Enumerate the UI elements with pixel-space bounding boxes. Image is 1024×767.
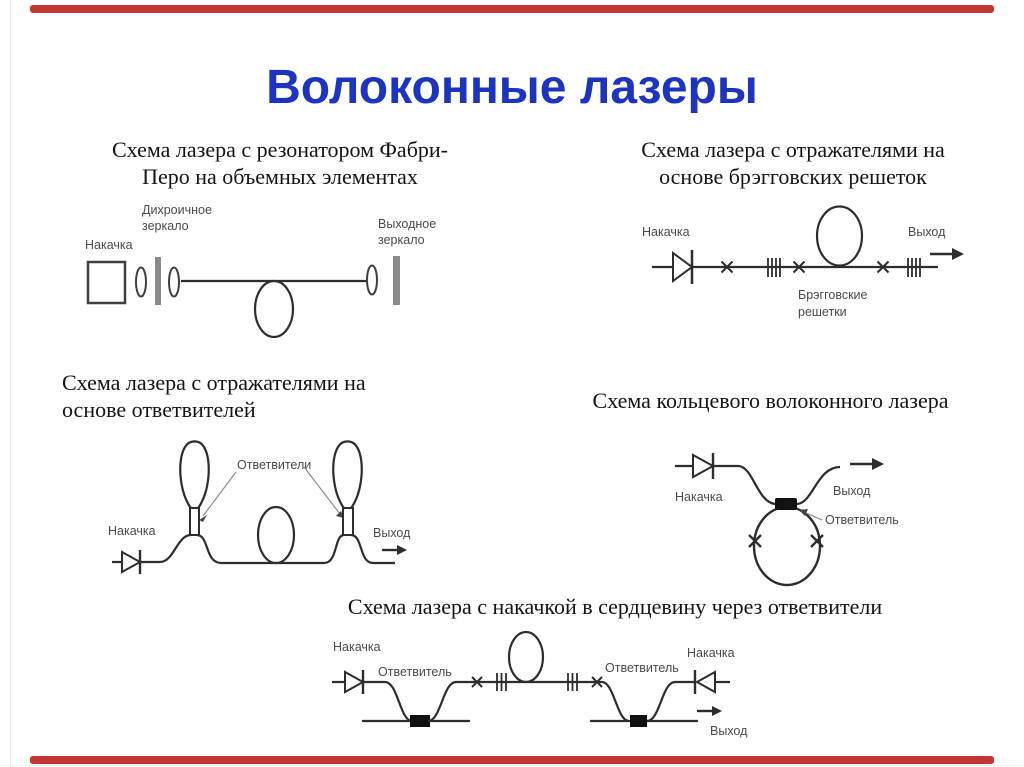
caption-fabry-line2: Перо на объемных элементах [142, 164, 418, 189]
output-mirror-label-line2: зеркало [378, 233, 425, 247]
output-label: Выход [908, 225, 946, 239]
page-title: Волоконные лазеры [266, 61, 758, 114]
splice-x-icon [748, 534, 762, 548]
fabry-perot-figure: Накачка Дихроичное зеркало Выходное зерк… [85, 203, 436, 339]
output-arrow-icon [850, 458, 884, 470]
ring-laser-figure: Накачка Выход Ответвитель [675, 453, 899, 587]
output-label: Выход [833, 484, 871, 498]
coupler-rect [775, 498, 797, 510]
pump-right-label: Накачка [687, 646, 735, 660]
splice-x-icon [720, 260, 734, 274]
label-pointer-icon [799, 509, 823, 521]
top-accent-bar [30, 5, 994, 13]
coupler-rect [410, 715, 430, 727]
label-pointer-icon [303, 466, 344, 518]
output-arrow-icon [930, 248, 964, 260]
fiber-line [601, 680, 630, 723]
output-mirror-label-line1: Выходное [378, 217, 436, 231]
bragg-grating-icon [567, 673, 578, 691]
splice-x-icon [471, 676, 483, 688]
caption-bragg: Схема лазера с отражателями на основе бр… [588, 136, 998, 190]
loop-mirror [179, 440, 210, 510]
caption-fabry-perot: Схема лазера с резонатором Фабри- Перо н… [60, 136, 500, 190]
pump-diode-icon [121, 550, 143, 574]
coupler-right-label: Ответвитель [605, 661, 679, 675]
caption-ring: Схема кольцевого волоконного лазера [592, 388, 949, 413]
coupler-rect [630, 715, 647, 727]
core-pump-figure: Накачка Ответвитель Ответвитель Накачка … [332, 630, 748, 738]
caption-couplers-line2: основе ответвителей [62, 397, 256, 422]
lens-icon [168, 266, 180, 298]
lens-icon [135, 266, 147, 298]
splice-x-icon [810, 534, 824, 548]
lens-icon [366, 264, 378, 296]
output-arrow-icon [697, 706, 722, 716]
bragg-grating-icon [767, 258, 781, 277]
left-edge-line [10, 0, 11, 767]
caption-fabry-line1: Схема лазера с резонатором Фабри- [112, 137, 448, 162]
couplers-label: Ответвители [237, 458, 311, 472]
ring-loop [752, 505, 822, 587]
caption-couplers: Схема лазера с отражателями на основе от… [62, 369, 452, 423]
pump-diode-icon [672, 250, 694, 284]
pump-label: Накачка [675, 490, 723, 504]
loop-mirror [332, 440, 363, 510]
fiber-coil [256, 505, 296, 565]
output-mirror-bar [393, 256, 400, 305]
caption-bragg-line2: основе брэгговских решеток [659, 164, 927, 189]
pump-diode-icon [693, 670, 716, 694]
bottom-accent-bar [30, 756, 994, 764]
coupler-rect [189, 507, 200, 536]
bragg-grating-icon [907, 258, 921, 277]
bottom-edge-line [0, 765, 1024, 766]
pump-label: Накачка [85, 238, 133, 252]
fiber-line [196, 533, 345, 565]
fiber-coil [253, 279, 295, 339]
output-label: Выход [710, 724, 748, 738]
pump-diode-icon [344, 670, 366, 694]
caption-couplers-line1: Схема лазера с отражателями на [62, 370, 366, 395]
output-label: Выход [373, 526, 411, 540]
gratings-label-line1: Брэгговские [798, 288, 868, 302]
fiber-line [796, 465, 841, 506]
bragg-grating-icon [496, 673, 507, 691]
fiber-line [350, 533, 395, 565]
splice-x-icon [792, 260, 806, 274]
pump-label: Накачка [108, 524, 156, 538]
bragg-figure: Накачка Выход Брэгговские решет [642, 205, 964, 319]
caption-core-pump: Схема лазера с накачкой в сердцевину чер… [347, 594, 883, 619]
fiber-line [140, 533, 192, 564]
dichroic-mirror-bar [155, 257, 161, 305]
fiber-line [363, 680, 413, 723]
caption-bragg-line1: Схема лазера с отражателями на [641, 137, 945, 162]
pump-label: Накачка [642, 225, 690, 239]
dichroic-mirror-label-line1: Дихроичное [142, 203, 212, 217]
fiber-line [427, 680, 457, 723]
dichroic-mirror-label-line2: зеркало [142, 219, 189, 233]
fiber-line [713, 464, 776, 506]
gratings-label-line2: решетки [798, 305, 847, 319]
splice-x-icon [591, 676, 603, 688]
fiber-coil [507, 630, 545, 684]
label-pointer-icon [199, 471, 237, 522]
pump-box [86, 260, 127, 305]
fiber-coil [815, 205, 864, 267]
output-arrow-icon [382, 545, 407, 555]
coupler-rect [342, 507, 354, 536]
fiber-line [646, 680, 695, 723]
pump-diode-icon [692, 453, 716, 479]
coupler-loops-figure: Накачка Ответвители Выход [108, 440, 411, 574]
coupler-left-label: Ответвитель [378, 665, 452, 679]
pump-left-label: Накачка [333, 640, 381, 654]
splice-x-icon [876, 260, 890, 274]
coupler-label: Ответвитель [825, 513, 899, 527]
